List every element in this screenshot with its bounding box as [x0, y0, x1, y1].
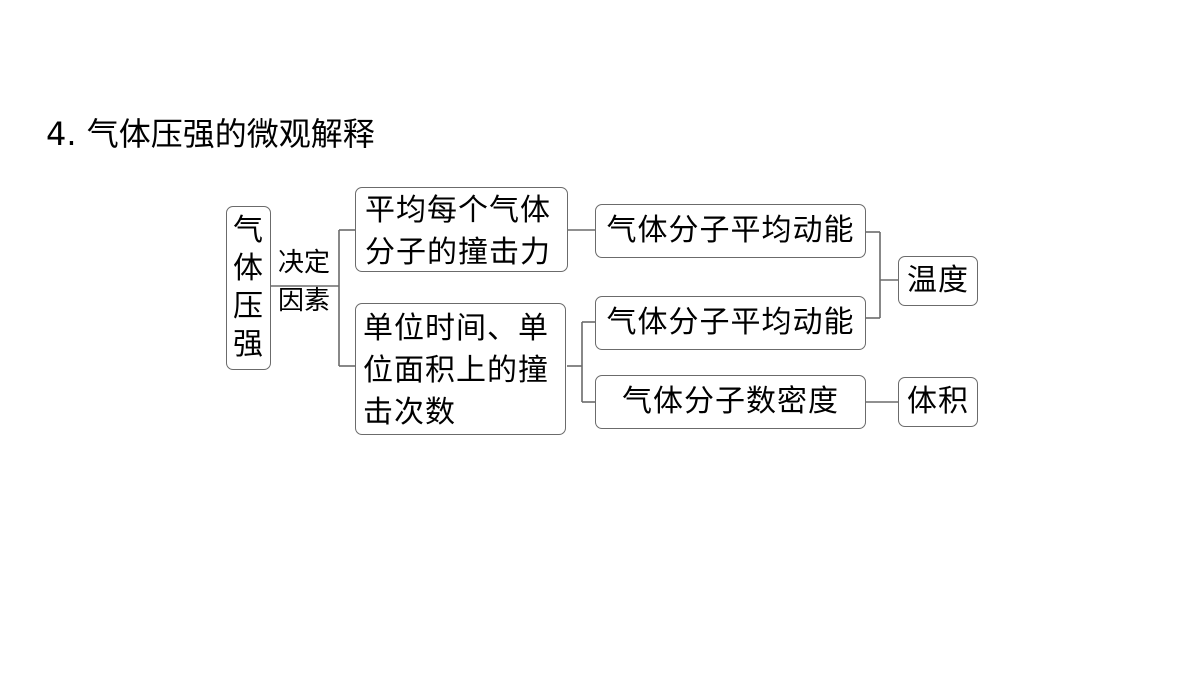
root-node-gas-pressure: 气 体 压 强 — [226, 206, 271, 370]
root-char: 体 — [233, 251, 264, 286]
root-char: 气 — [233, 213, 264, 248]
micro-node-avg-kinetic-energy-1: 气体分子平均动能 — [595, 204, 866, 258]
cause-line: 分子的撞击力 — [365, 235, 551, 270]
macro-node-temperature: 温度 — [898, 256, 978, 306]
factor-label-bottom: 因素 — [278, 286, 331, 316]
cause-line: 平均每个气体 — [365, 193, 551, 228]
macro-node-volume: 体积 — [898, 377, 978, 427]
root-char: 压 — [233, 289, 264, 324]
micro-node-avg-kinetic-energy-2: 气体分子平均动能 — [595, 296, 866, 350]
cause-node-collision-count: 单位时间、单 位面积上的撞 击次数 — [355, 303, 566, 435]
page-title: 4. 气体压强的微观解释 — [46, 115, 375, 153]
cause-line: 单位时间、单 — [363, 311, 549, 346]
cause-line: 击次数 — [363, 395, 456, 430]
root-char: 强 — [233, 327, 264, 362]
micro-node-number-density: 气体分子数密度 — [595, 375, 866, 429]
factor-label-top: 决定 — [278, 248, 331, 278]
cause-node-impact-force: 平均每个气体 分子的撞击力 — [355, 187, 568, 272]
cause-line: 位面积上的撞 — [363, 353, 549, 388]
